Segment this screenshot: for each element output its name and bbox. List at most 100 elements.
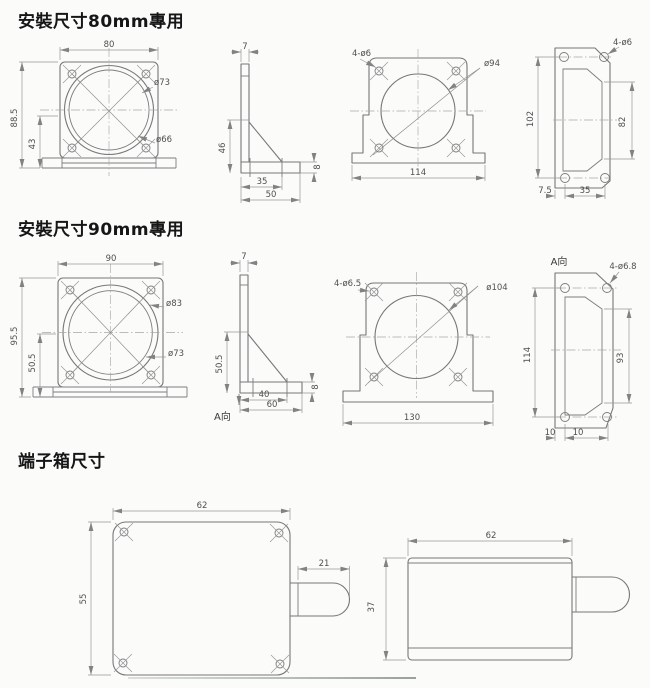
dimension-base-width: 130 (342, 404, 494, 426)
dim-label-edge-offset: 10 (545, 428, 556, 438)
dim-label-gland-len: 21 (319, 559, 330, 569)
corner-screws (113, 522, 290, 674)
dimension-width: 62 (407, 531, 573, 556)
dim-label-window-height: 82 (618, 117, 628, 128)
drawing-90-side-plate-view: A向 4-ø6.8 114 93 10 10 (523, 243, 650, 450)
section-title-terminal-box: 端子箱尺寸 (18, 452, 106, 472)
dim-label-height: 50.5 (215, 355, 225, 374)
holes-label: 4-ø6.8 (609, 262, 636, 272)
view-label: A向 (214, 410, 231, 423)
dia-label-bore: ø66 (156, 135, 172, 145)
dia-label-body: ø104 (486, 283, 507, 293)
dimension-height: 46 (218, 119, 249, 173)
center-lines (346, 272, 490, 398)
mounting-holes (560, 283, 612, 422)
center-lines (42, 264, 183, 392)
dimension-height: 95.5 50.5 (10, 277, 56, 398)
flange-body-outline (32, 277, 188, 398)
mounting-holes (364, 282, 468, 387)
plate-outline (554, 47, 611, 189)
dia-label-body: ø94 (484, 59, 500, 69)
drawing-90-front-view: 90 95.5 50.5 ø83 ø73 (8, 246, 203, 438)
dimension-width: 80 (59, 40, 159, 60)
bracket-outline (240, 63, 301, 177)
drawing-80-back-view: 4-ø6 ø94 114 (330, 35, 515, 207)
dim-label-height: 55 (79, 594, 89, 605)
plate-outline (554, 272, 614, 429)
dimension-width: 90 (57, 254, 164, 276)
holes-label: 4-ø6 (352, 49, 371, 59)
dim-label-height: 95.5 (10, 327, 20, 346)
dim-label-thickness: 7 (241, 252, 246, 262)
drawing-90-back-view: 4-ø6.5 ø104 130 (330, 248, 525, 436)
dimension-height: 114 (523, 287, 561, 418)
dim-label-height: 102 (526, 111, 536, 127)
dim-label-height: 37 (367, 602, 377, 613)
dim-label-hole-span: 35 (580, 186, 591, 196)
dim-label-base-height: 43 (28, 139, 38, 150)
dimension-height: 102 (526, 56, 561, 179)
scan-artifact-line (128, 677, 416, 679)
dim-label-base-thk: 8 (313, 164, 323, 169)
drawing-80-front-view: 80 88.5 43 ø73 ø66 (8, 36, 198, 208)
dim-label-base-width: 130 (404, 413, 420, 423)
dimension-bottom: 7.5 35 (538, 184, 606, 199)
center-lines (551, 287, 621, 418)
dim-label-hole-span: 35 (257, 177, 268, 187)
center-lines (350, 49, 486, 173)
dim-label-window-height: 93 (616, 353, 626, 364)
dimension-window: 82 (604, 81, 635, 160)
drawing-terminal-box-front-view: 62 55 21 (58, 496, 363, 688)
section-title-90mm: 安裝尺寸90mm專用 (18, 220, 185, 240)
dimension-window: 93 (604, 308, 632, 404)
diameter-labels: ø83 ø73 (146, 299, 184, 360)
box-outline (407, 557, 631, 661)
hole-callout: 4-ø6 (352, 49, 376, 68)
hole-callout: 4-ø6.5 (334, 279, 370, 293)
dim-label-width: 90 (106, 254, 117, 264)
dim-label-height: 114 (523, 347, 533, 363)
drawing-80-bracket-side-view: 7 46 35 50 8 (205, 36, 325, 208)
body-outline (351, 57, 486, 164)
dim-label-width: 62 (197, 501, 208, 511)
dim-label-height: 88.5 (10, 109, 20, 128)
dim-label-hole-span: 10 (573, 428, 584, 438)
dim-label-height: 46 (218, 143, 228, 154)
mounting-holes (369, 61, 466, 158)
holes-label: 4-ø6 (613, 38, 632, 48)
dim-label-thickness: 7 (242, 42, 247, 52)
hole-callout: 4-ø6.8 (609, 262, 637, 284)
dim-label-base: 60 (267, 400, 278, 410)
dimension-height: 50.5 (215, 331, 248, 393)
dimension-height: 55 (79, 521, 111, 676)
dimension-height: 37 (367, 557, 406, 661)
center-lines (553, 56, 617, 179)
dim-label-width: 80 (104, 40, 115, 50)
view-arrow: A向 (214, 394, 242, 423)
dim-label-width: 62 (486, 531, 497, 541)
dimension-height: 88.5 43 (10, 61, 58, 169)
dimension-width: 62 (112, 501, 291, 520)
dim-label-base-thk: 8 (311, 384, 321, 389)
box-outline (112, 521, 351, 676)
drawing-80-side-plate-view: 4-ø6 102 82 7.5 35 (525, 34, 647, 210)
dimension-base-width: 114 (351, 165, 486, 181)
center-lines (40, 48, 178, 176)
section-title-80mm: 安裝尺寸80mm專用 (18, 12, 185, 32)
dim-label-base-height: 50.5 (28, 354, 38, 373)
dimension-thickness: 7 (231, 42, 259, 62)
dim-label-edge-offset: 7.5 (538, 186, 552, 196)
dimension-thickness: 7 (230, 252, 258, 272)
dimension-base: 35 50 8 (240, 153, 323, 203)
holes-label: 4-ø6.5 (334, 279, 361, 289)
view-label: A向 (551, 255, 568, 268)
dim-label-hole-span: 40 (259, 390, 270, 400)
dimension-bottom: 10 10 (545, 424, 609, 441)
dia-label-bore: ø73 (168, 349, 184, 359)
drawing-terminal-box-side-view: 62 37 (363, 516, 650, 686)
diameter-labels: ø73 ø66 (137, 78, 172, 145)
dim-label-base: 50 (266, 190, 277, 200)
bracket-outline (239, 274, 303, 397)
drawing-90-bracket-side-view: 7 50.5 40 60 8 A向 (200, 244, 330, 436)
dia-label-flange: ø83 (166, 299, 182, 309)
